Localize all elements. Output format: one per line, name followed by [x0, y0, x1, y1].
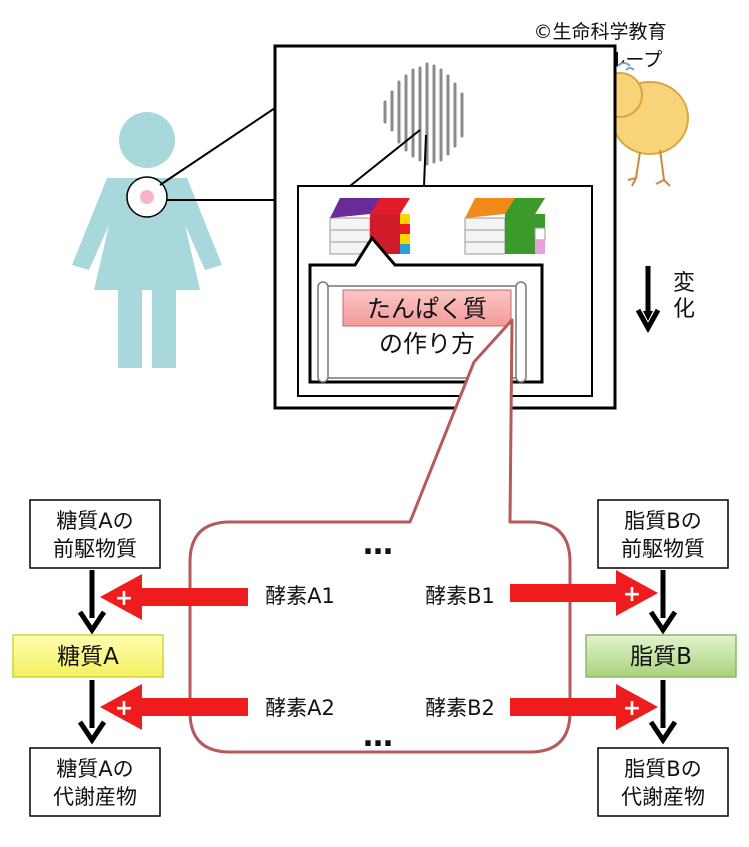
- plus-sign-b1: +: [623, 582, 641, 607]
- red-arrow-a2: [100, 684, 248, 730]
- scroll-title: たんぱく質: [367, 295, 487, 323]
- chromatin-zoom-line-left: [349, 129, 421, 187]
- left-arrow-1-head: [77, 610, 107, 635]
- plus-sign-a1: +: [115, 586, 133, 611]
- lipid-b-label: 脂質B: [630, 644, 692, 670]
- left-precursor-line2: 前駆物質: [53, 537, 137, 561]
- enzyme-b1-label: 酵素B1: [425, 584, 495, 608]
- left-metabolite-line2: 代謝産物: [53, 785, 137, 809]
- book-stack-right-icon: [464, 198, 546, 255]
- ellipsis-top: …: [363, 527, 393, 562]
- right-precursor-line1: 脂質Bの: [624, 509, 701, 533]
- change-label-char1: 変: [673, 271, 695, 296]
- scroll-subtitle: の作り方: [379, 330, 475, 358]
- right-arrow-1-head: [648, 610, 678, 635]
- ellipsis-bottom: …: [363, 719, 393, 754]
- red-arrow-a1: [100, 574, 248, 620]
- cell-nucleus-icon: [140, 190, 154, 204]
- red-arrow-b1: [510, 570, 658, 616]
- left-metabolite-line1: 糖質Aの: [56, 757, 133, 781]
- book-stack-left-icon: [329, 198, 410, 255]
- change-arrow-head: [635, 308, 661, 334]
- enzyme-a1-label: 酵素A1: [265, 584, 335, 608]
- change-label-char2: 化: [673, 297, 695, 322]
- right-arrow-2-head: [648, 720, 678, 745]
- person-silhouette: [72, 112, 222, 368]
- right-precursor-box: [597, 499, 729, 569]
- left-precursor-box: [29, 499, 161, 569]
- left-metabolite-box: [29, 747, 161, 817]
- zoom-line-top: [159, 107, 276, 186]
- enzyme-b2-label: 酵素B2: [425, 696, 495, 720]
- right-metabolite-line2: 代謝産物: [621, 785, 705, 809]
- right-precursor-line2: 前駆物質: [621, 537, 705, 561]
- scroll-title-highlight: [342, 289, 512, 327]
- chromatin-icon: [383, 62, 464, 166]
- glucose-a-box: [12, 634, 164, 678]
- left-precursor-line1: 糖質Aの: [56, 509, 133, 533]
- red-arrow-b2: [510, 684, 658, 730]
- lipid-b-box: [585, 634, 737, 678]
- right-metabolite-box: [597, 747, 729, 817]
- enzyme-callout-bubble: [188, 318, 572, 754]
- chromatin-zoom-line-right: [423, 134, 427, 187]
- copyright-line1: ©生命科学教育: [533, 21, 666, 43]
- enzyme-a2-label: 酵素A2: [265, 696, 335, 720]
- left-arrow-2-head: [77, 720, 107, 745]
- plus-sign-b2: +: [623, 696, 641, 721]
- glucose-a-label: 糖質A: [57, 644, 119, 670]
- right-metabolite-line1: 脂質Bの: [624, 757, 701, 781]
- plus-sign-a2: +: [115, 696, 133, 721]
